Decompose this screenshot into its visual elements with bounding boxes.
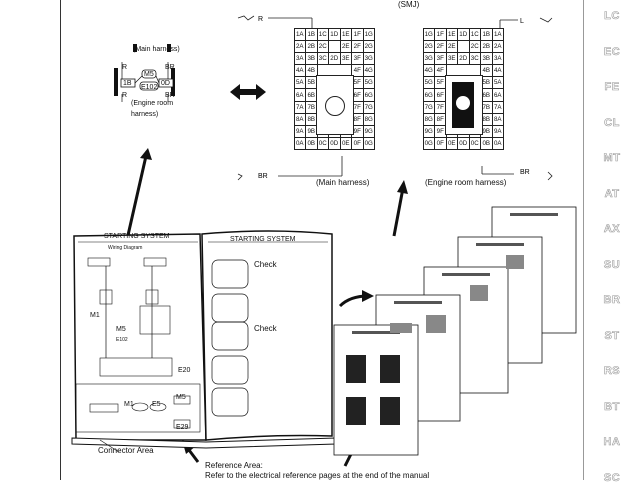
harness-detail-m5: M5	[144, 71, 154, 78]
smj-label: (SMJ)	[398, 0, 420, 9]
main-connector-hole	[325, 96, 345, 116]
connector-terminal: 0G	[362, 137, 375, 151]
connector-terminal: 9G	[362, 125, 375, 139]
book-check-label-1: Check	[254, 260, 277, 269]
harness-detail-wire-r: R	[122, 64, 128, 71]
smj-connector-diagrams: R BR L BR	[237, 15, 553, 181]
harness-detail-1b: 1B	[123, 80, 132, 87]
connector-terminal: 3C	[468, 51, 481, 66]
section-tab-st[interactable]: ST	[604, 329, 620, 342]
harness-detail-wire-br: BR	[165, 64, 175, 71]
section-tab-ec[interactable]: EC	[603, 45, 621, 58]
section-tab-bt[interactable]: BT	[604, 400, 620, 413]
section-tab-su[interactable]: SU	[603, 258, 621, 271]
harness-detail-main-label: (Main harness)	[133, 46, 180, 53]
section-tab-at[interactable]: AT	[604, 187, 620, 200]
harness-detail-0d: 0D	[161, 80, 170, 87]
connector-terminal: 2D	[457, 51, 470, 66]
connector-terminal: 4F	[434, 64, 447, 78]
harness-detail-e102: E102	[141, 84, 158, 91]
section-tab-cl[interactable]: CL	[604, 116, 620, 129]
section-tab-ax[interactable]: AX	[603, 223, 621, 236]
book-left-title: STARTING SYSTEM	[104, 233, 170, 240]
book-label-e20: E20	[178, 367, 191, 374]
connector-terminal: 2G	[362, 39, 375, 53]
wire-r-label: R	[258, 16, 263, 23]
engine-connector-key	[452, 82, 474, 128]
section-tab-mt[interactable]: MT	[603, 152, 621, 165]
harness-detail-engine-label: (Engine room harness)	[131, 100, 174, 118]
reference-pages-stack	[333, 206, 577, 456]
book-label-e5: E5	[152, 401, 161, 408]
wire-l-label: L	[520, 18, 524, 25]
double-arrow-icon	[230, 84, 266, 100]
book-label-m5: M5	[116, 326, 126, 333]
left-border-line	[60, 0, 61, 480]
connector-terminal: 7A	[491, 100, 504, 114]
connector-area-label: Connector Area	[98, 446, 154, 455]
book-check-label-2: Check	[254, 324, 277, 333]
harness-detail-wire-r-2: R	[122, 92, 128, 99]
connector-terminal: 1D	[457, 27, 470, 41]
book-label-m5b: M5	[176, 394, 186, 401]
manual-book-illustration	[71, 230, 337, 452]
connector-terminal: 0B	[480, 137, 493, 151]
section-tab-ha[interactable]: HA	[603, 436, 621, 449]
harness-detail-wire-br-2: BR	[165, 92, 175, 99]
engine-connector-center	[445, 75, 483, 135]
book-label-m1b: M1	[124, 401, 134, 408]
book-label-e29: E29	[176, 424, 189, 431]
section-tab-br[interactable]: BR	[603, 294, 621, 307]
connector-terminal: 8G	[362, 112, 375, 126]
reference-area-note: Refer to the electrical reference pages …	[205, 471, 430, 480]
engine-room-harness-caption: (Engine room harness)	[425, 178, 507, 187]
book-label-e102: E102	[116, 337, 128, 343]
section-tab-lc[interactable]: LC	[604, 10, 620, 23]
right-border-line	[583, 0, 584, 480]
reference-area-label: Reference Area:	[205, 461, 263, 470]
connector-terminal: 0D	[457, 137, 470, 151]
main-connector-center	[316, 75, 354, 135]
book-right-title: STARTING SYSTEM	[230, 236, 296, 243]
wire-br-label-engine: BR	[520, 169, 530, 176]
connector-terminal: 0A	[491, 137, 504, 151]
connector-terminal: 0G	[422, 137, 435, 151]
book-label-m1: M1	[90, 312, 100, 319]
connector-terminal: 5G	[362, 76, 375, 90]
section-tab-fe[interactable]: FE	[604, 81, 620, 94]
main-harness-caption: (Main harness)	[316, 178, 370, 187]
wire-br-label-main: BR	[258, 173, 268, 180]
harness-terminal-detail	[114, 44, 175, 102]
book-left-subtitle: Wiring Diagram	[108, 245, 143, 251]
section-tab-rs[interactable]: RS	[603, 365, 621, 378]
